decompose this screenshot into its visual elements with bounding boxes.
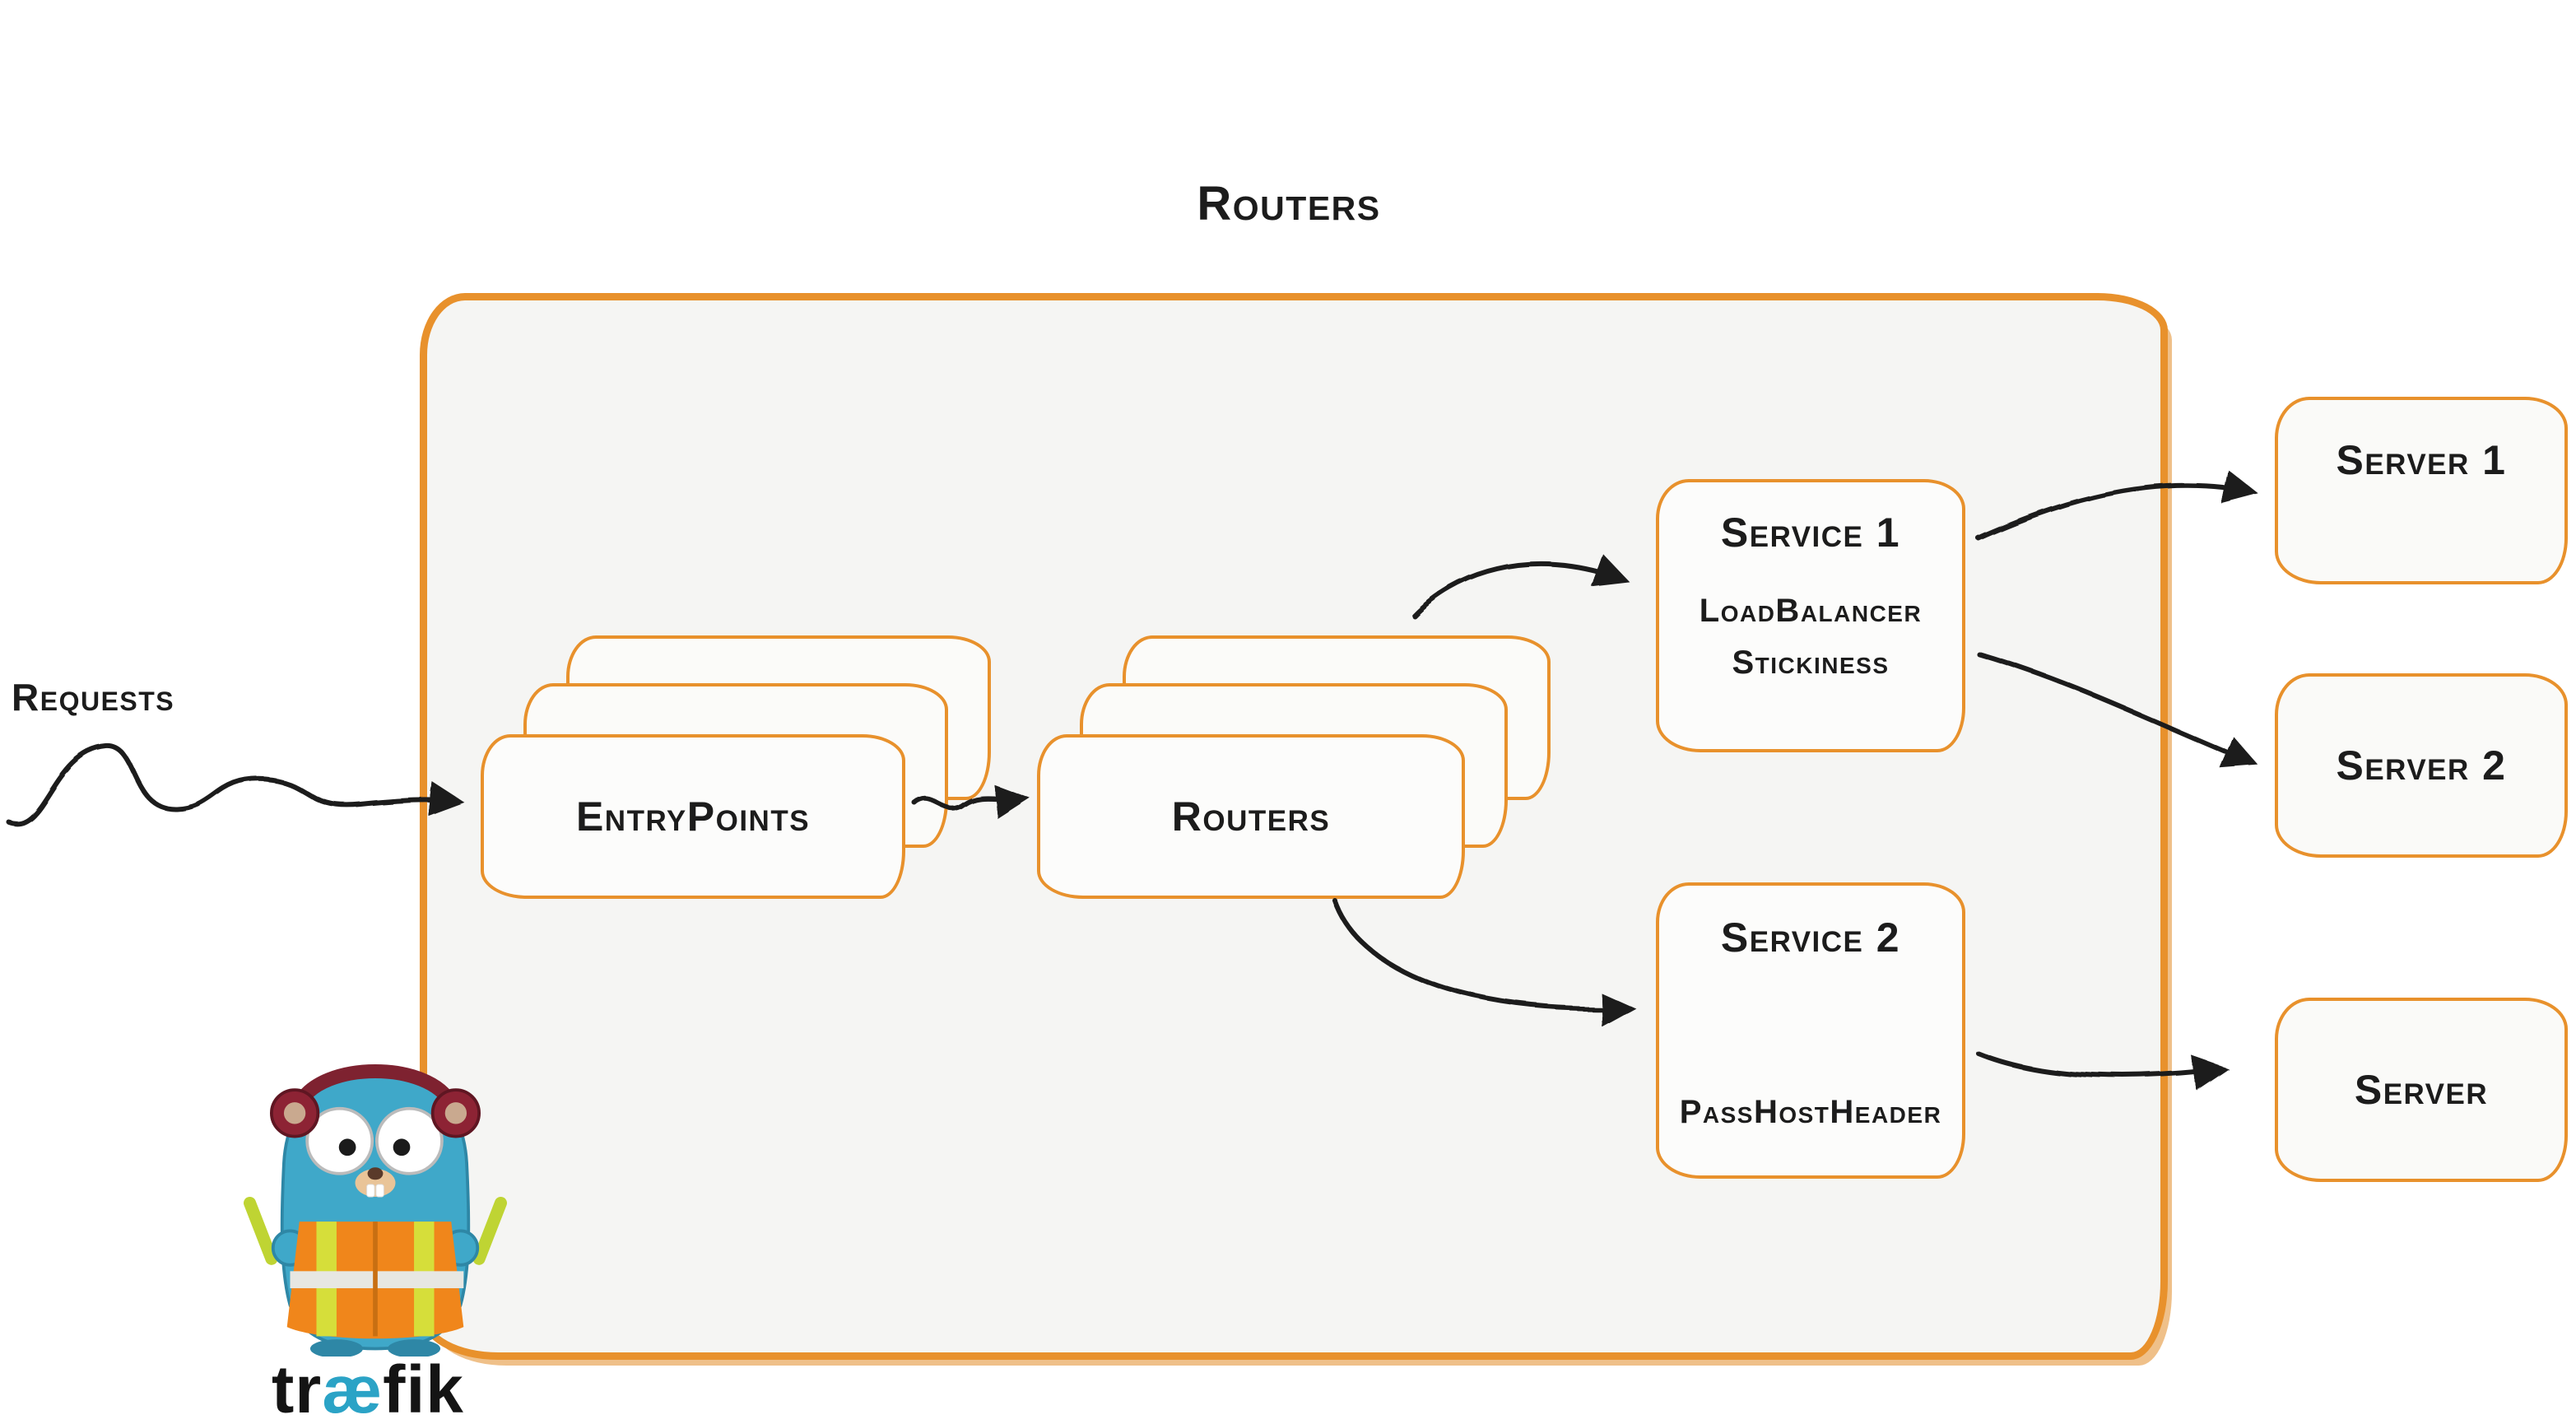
service-1-box: Service 1 LoadBalancer Stickiness bbox=[1656, 479, 1965, 752]
service-2-title: Service 2 bbox=[1720, 914, 1901, 961]
logo-ae: æ bbox=[322, 1352, 384, 1424]
logo-tr: tr bbox=[272, 1352, 323, 1424]
glowstick-right-icon bbox=[472, 1196, 507, 1265]
mascot-safety-vest bbox=[286, 1222, 464, 1339]
service-2-feature-passhostheader: PassHostHeader bbox=[1679, 1094, 1942, 1130]
traefik-logo: træfik bbox=[272, 1352, 464, 1424]
server-2-box: Server 2 bbox=[2275, 673, 2568, 858]
server-label: Server bbox=[2354, 1067, 2489, 1113]
routers-card: Routers bbox=[1037, 734, 1465, 899]
server-1-box: Server 1 bbox=[2275, 397, 2568, 584]
requests-label: Requests bbox=[12, 676, 175, 719]
mascot-headphones-icon bbox=[270, 1064, 481, 1138]
page-title: Routers bbox=[1197, 177, 1381, 230]
entrypoints-label: EntryPoints bbox=[575, 793, 811, 840]
service-1-feature-loadbalancer: LoadBalancer bbox=[1699, 593, 1923, 629]
glowstick-left-icon bbox=[244, 1196, 278, 1265]
traefik-gopher-mascot-icon bbox=[244, 1064, 507, 1357]
logo-fik: fik bbox=[383, 1352, 464, 1424]
service-2-box: Service 2 PassHostHeader bbox=[1656, 882, 1965, 1179]
service-1-feature-stickiness: Stickiness bbox=[1732, 645, 1890, 681]
server-2-label: Server 2 bbox=[2336, 742, 2507, 789]
service-1-title: Service 1 bbox=[1720, 510, 1901, 556]
mascot-foot-left bbox=[309, 1339, 363, 1357]
server-1-label: Server 1 bbox=[2336, 437, 2507, 483]
server-box: Server bbox=[2275, 998, 2568, 1182]
routers-label: Routers bbox=[1171, 793, 1331, 840]
mascot-eyes bbox=[305, 1106, 444, 1175]
mascot-muzzle bbox=[355, 1167, 396, 1198]
mascot-foot-right bbox=[388, 1339, 441, 1357]
entrypoints-card: EntryPoints bbox=[481, 734, 905, 899]
arrow-requests-to-entrypoints bbox=[6, 742, 465, 826]
